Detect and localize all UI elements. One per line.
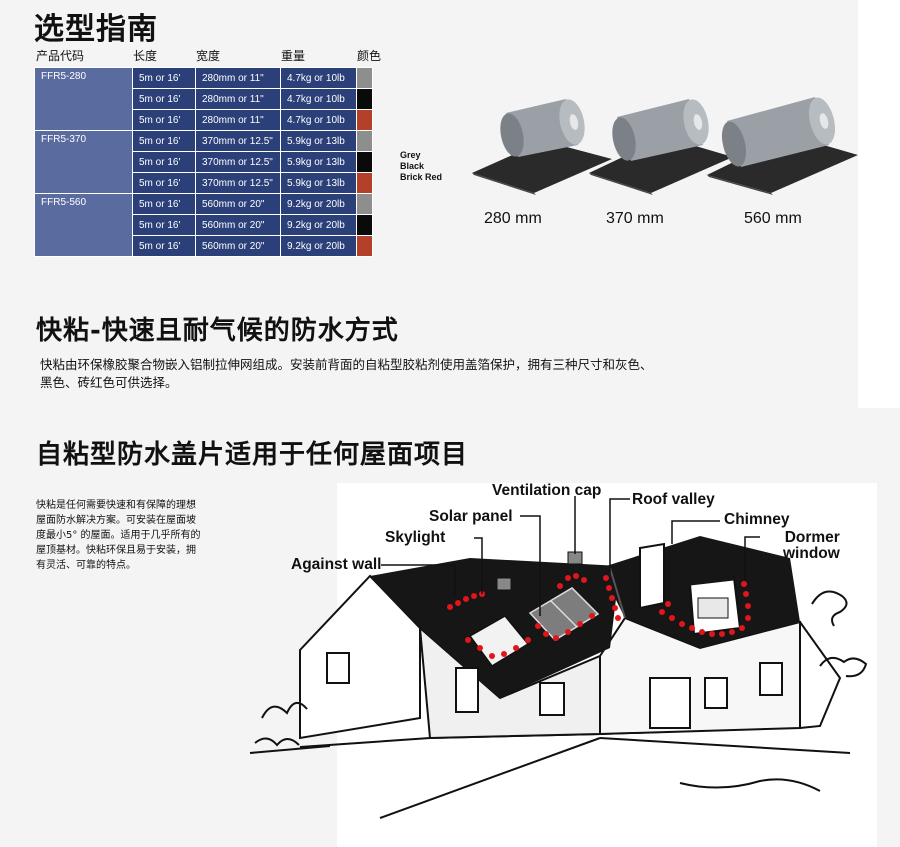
house-illustration xyxy=(249,496,868,819)
product-code-cell: FFR5-560 xyxy=(34,193,133,257)
roll-size-280: 280 mm xyxy=(484,210,542,227)
color-swatch xyxy=(356,172,373,194)
width-cell: 560mm or 20" xyxy=(195,235,281,257)
roof-body-line: 屋面防水解决方案。可安装在屋面坡 xyxy=(36,515,196,526)
weight-cell: 9.2kg or 20lb xyxy=(280,214,357,236)
width-cell: 370mm or 12.5" xyxy=(195,151,281,173)
weight-cell: 9.2kg or 20lb xyxy=(280,193,357,215)
length-cell: 5m or 16' xyxy=(132,214,196,236)
legend-grey: Grey xyxy=(400,150,421,160)
length-cell: 5m or 16' xyxy=(132,172,196,194)
header-code: 产品代码 xyxy=(36,49,85,63)
callout-solar-panel: Solar panel xyxy=(429,508,513,525)
color-swatch xyxy=(356,130,373,152)
color-swatch xyxy=(356,235,373,257)
weight-cell: 4.7kg or 10lb xyxy=(280,67,357,89)
roll-size-560: 560 mm xyxy=(744,210,802,227)
intro-body-line1: 快粘由环保橡胶聚合物嵌入铝制拉伸网组成。安装前背面的自粘型胶粘剂使用盖箔保护，拥… xyxy=(40,357,653,372)
guide-title: 选型指南 xyxy=(34,12,158,47)
intro-body-line2: 黑色、砖红色可供选择。 xyxy=(40,375,178,390)
length-cell: 5m or 16' xyxy=(132,109,196,131)
product-code-cell: FFR5-280 xyxy=(34,67,133,131)
roof-body: 快粘是任何需要快速和有保障的理想 屋面防水解决方案。可安装在屋面坡 度最小5° … xyxy=(36,498,256,573)
callout-dormer-line2: window xyxy=(783,545,840,562)
header-length: 长度 xyxy=(133,49,158,63)
spec-row: 5m or 16'560mm or 20"9.2kg or 20lb xyxy=(35,214,373,236)
callout-roof-valley: Roof valley xyxy=(632,491,715,508)
intro-title: 快粘-快速且耐气候的防水方式 xyxy=(36,316,399,346)
callout-skylight: Skylight xyxy=(385,529,446,546)
weight-cell: 5.9kg or 13lb xyxy=(280,151,357,173)
callout-dormer-line1: Dormer xyxy=(784,529,840,546)
weight-cell: 5.9kg or 13lb xyxy=(280,130,357,152)
width-cell: 280mm or 11" xyxy=(195,109,281,131)
length-cell: 5m or 16' xyxy=(132,130,196,152)
color-legend: Grey Black Brick Red xyxy=(400,150,442,183)
header-color: 颜色 xyxy=(357,49,382,63)
intro-section: 快粘-快速且耐气候的防水方式 快粘由环保橡胶聚合物嵌入铝制拉伸网组成。安装前背面… xyxy=(0,290,858,408)
length-cell: 5m or 16' xyxy=(132,151,196,173)
roof-title: 自粘型防水盖片适用于任何屋面项目 xyxy=(36,440,469,470)
color-swatch xyxy=(356,88,373,110)
color-swatch xyxy=(356,214,373,236)
length-cell: 5m or 16' xyxy=(132,235,196,257)
width-cell: 560mm or 20" xyxy=(195,214,281,236)
weight-cell: 5.9kg or 13lb xyxy=(280,172,357,194)
header-weight: 重量 xyxy=(281,49,306,63)
spec-row: 5m or 16'280mm or 11"4.7kg or 10lb xyxy=(35,109,373,131)
callout-chimney: Chimney xyxy=(724,511,790,528)
weight-cell: 4.7kg or 10lb xyxy=(280,88,357,110)
callout-against-wall: Against wall xyxy=(291,556,382,573)
color-swatch xyxy=(356,193,373,215)
roof-body-line: 快粘是任何需要快速和有保障的理想 xyxy=(36,500,196,511)
roof-application-section: 自粘型防水盖片适用于任何屋面项目 快粘是任何需要快速和有保障的理想 屋面防水解决… xyxy=(0,408,900,847)
roll-560-image xyxy=(707,97,858,195)
legend-black: Black xyxy=(400,161,425,171)
roof-body-line: 有灵活、可靠的特点。 xyxy=(36,560,136,571)
weight-cell: 4.7kg or 10lb xyxy=(280,109,357,131)
length-cell: 5m or 16' xyxy=(132,67,196,89)
width-cell: 280mm or 11" xyxy=(195,88,281,110)
callout-dormer-window: Dormer window xyxy=(783,530,840,562)
legend-red: Brick Red xyxy=(400,172,443,182)
spec-row: 5m or 16'560mm or 20"9.2kg or 20lb xyxy=(35,235,373,257)
roof-body-line: 屋顶基材。快粘环保且易于安装，拥 xyxy=(36,545,196,556)
color-swatch xyxy=(356,151,373,173)
spec-row: 5m or 16'370mm or 12.5"5.9kg or 13lb xyxy=(35,172,373,194)
color-swatch xyxy=(356,67,373,89)
length-cell: 5m or 16' xyxy=(132,88,196,110)
width-cell: 280mm or 11" xyxy=(195,67,281,89)
weight-cell: 9.2kg or 20lb xyxy=(280,235,357,257)
roll-280-image xyxy=(472,99,612,195)
intro-body: 快粘由环保橡胶聚合物嵌入铝制拉伸网组成。安装前背面的自粘型胶粘剂使用盖箔保护，拥… xyxy=(40,356,800,392)
product-code-cell: FFR5-370 xyxy=(34,130,133,194)
roll-size-370: 370 mm xyxy=(606,210,664,227)
length-cell: 5m or 16' xyxy=(132,193,196,215)
width-cell: 370mm or 12.5" xyxy=(195,172,281,194)
header-width: 宽度 xyxy=(196,49,221,63)
roof-body-line: 度最小5° 的屋面。适用于几乎所有的 xyxy=(36,530,201,541)
width-cell: 560mm or 20" xyxy=(195,193,281,215)
color-swatch xyxy=(356,109,373,131)
callout-ventilation-cap: Ventilation cap xyxy=(492,482,602,499)
width-cell: 370mm or 12.5" xyxy=(195,130,281,152)
roll-370-image xyxy=(589,99,733,195)
